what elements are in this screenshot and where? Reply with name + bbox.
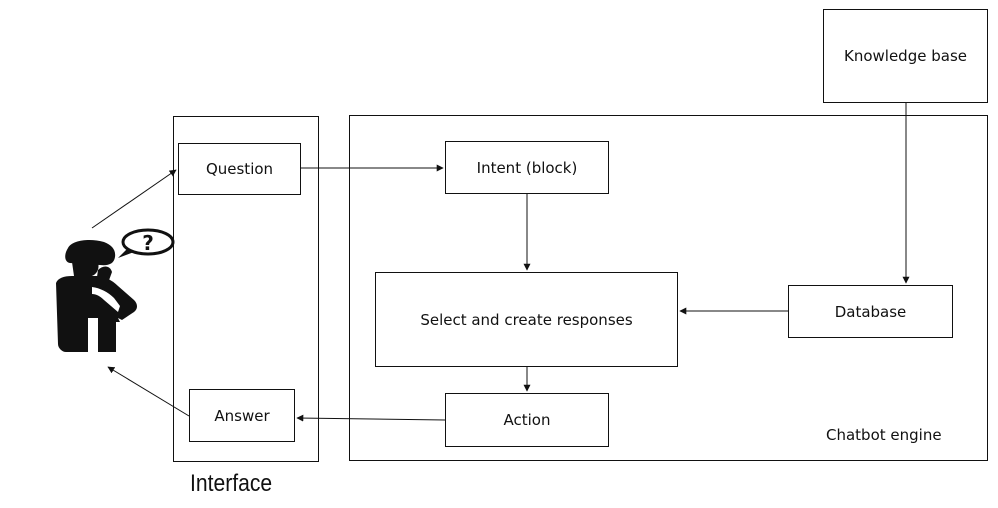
question-node: Question <box>178 143 301 195</box>
chatbot-engine-panel <box>349 115 988 461</box>
answer-label: Answer <box>214 406 270 425</box>
intent-node: Intent (block) <box>445 141 609 194</box>
engine-label: Chatbot engine <box>826 426 942 444</box>
svg-text:?: ? <box>142 231 154 255</box>
select-responses-node: Select and create responses <box>375 272 678 367</box>
knowledge-base-label: Knowledge base <box>844 47 967 65</box>
question-label: Question <box>205 160 274 178</box>
answer-node: Answer <box>189 389 295 442</box>
action-node: Action <box>445 393 609 447</box>
database-label: Database <box>834 302 907 321</box>
interface-panel <box>173 116 319 462</box>
intent-label: Intent (block) <box>476 158 578 177</box>
arrow-answer-to-user <box>107 366 190 417</box>
question-bubble-icon: ? <box>118 228 175 258</box>
interface-label: Interface <box>190 470 273 497</box>
database-node: Database <box>788 285 953 338</box>
user-icon <box>56 240 137 352</box>
knowledge-base-node: Knowledge base <box>823 9 988 103</box>
action-label: Action <box>503 411 551 429</box>
arrow-user-to-question <box>91 169 177 229</box>
select-responses-label: Select and create responses <box>420 310 633 329</box>
arrow-action-to-answer <box>296 414 446 422</box>
